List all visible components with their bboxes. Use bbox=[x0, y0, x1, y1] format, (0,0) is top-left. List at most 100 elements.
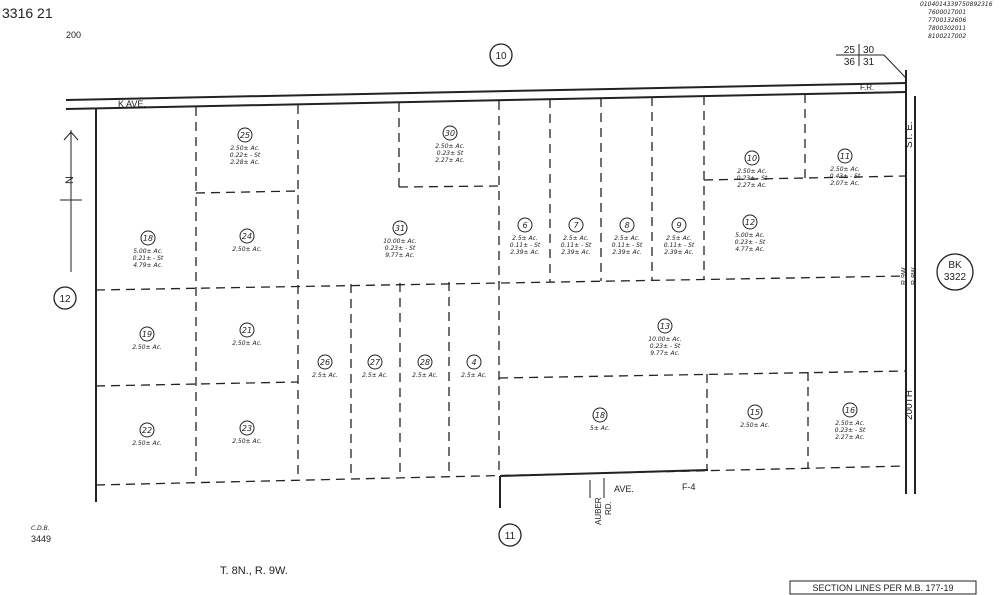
parcel-number: 10 bbox=[747, 154, 757, 163]
parcel: 212.50± Ac. bbox=[232, 322, 262, 347]
parcel-area-line: 0.23± - St bbox=[650, 343, 681, 350]
parcel-labels: 252.50± Ac.0.22± - St2.28± Ac. 30 2.50± Ac… bbox=[132, 125, 866, 447]
parcel-circle bbox=[657, 318, 673, 334]
parcel-number: 16 bbox=[845, 406, 855, 415]
parcel-area-line: 2.5± Ac. bbox=[563, 235, 589, 242]
parcel-area-line: 2.50± Ac. bbox=[835, 420, 865, 427]
parcel-area-line: 2.39± Ac. bbox=[561, 249, 591, 256]
parcel-number: 13 bbox=[660, 322, 670, 331]
parcel-area-line: 0.22± - St bbox=[230, 152, 261, 159]
parcel-circle bbox=[317, 354, 333, 370]
parcel-circle bbox=[139, 422, 155, 438]
parcel-area-line: 2.50± Ac. bbox=[740, 422, 770, 429]
parcel-area-line: 0.23± - St bbox=[385, 245, 416, 252]
book-page-number: 3316 21 bbox=[2, 5, 53, 21]
parcel: 252.50± Ac.0.22± - St2.28± Ac. bbox=[230, 127, 261, 166]
section-circle-left: 12 bbox=[53, 286, 77, 310]
parcel: 222.50± Ac. bbox=[132, 422, 162, 447]
parcel-circle bbox=[442, 125, 458, 141]
parcel-area-line: 2.27± Ac. bbox=[435, 157, 465, 164]
parcel-number: 12 bbox=[745, 218, 755, 227]
parcel-number: 26 bbox=[320, 358, 330, 367]
parcel-number: 6 bbox=[522, 221, 527, 230]
parcel-area-line: 2.39± Ac. bbox=[510, 249, 540, 256]
parcel-area-line: 2.50± Ac. bbox=[830, 166, 860, 173]
parcel-number: 22 bbox=[142, 426, 152, 435]
street-st-e: ST. E. bbox=[904, 121, 915, 148]
parcel-circle bbox=[237, 127, 253, 143]
parcel-number: 30 bbox=[445, 129, 455, 138]
parcel-circle bbox=[367, 354, 383, 370]
parcel-area-line: 2.50± Ac. bbox=[230, 145, 260, 152]
parcel-circle bbox=[742, 214, 758, 230]
parcel-number: 21 bbox=[242, 326, 252, 335]
section-number: 12 bbox=[59, 294, 71, 305]
parcel-circle bbox=[747, 404, 763, 420]
street-auber: AUBER bbox=[594, 497, 603, 525]
parcel-number: 28 bbox=[420, 358, 430, 367]
parcel-number: 7 bbox=[573, 221, 579, 230]
range-r8w: R.8W. bbox=[911, 266, 918, 285]
parcel-lines bbox=[95, 94, 907, 486]
parcel-number: 31 bbox=[395, 224, 405, 233]
parcel-circle bbox=[139, 326, 155, 342]
parcel-number: 19 bbox=[142, 330, 152, 339]
parcel-area-line: 5.00± Ac. bbox=[735, 232, 765, 239]
parcel-circle bbox=[837, 148, 853, 164]
parcel-number: 18 bbox=[595, 411, 605, 420]
parcel-circle bbox=[517, 217, 533, 233]
parcel-number: 11 bbox=[840, 152, 850, 161]
section-corner-marker: 25 30 36 31 bbox=[836, 44, 907, 79]
parcel-area-line: 2.27± Ac. bbox=[835, 434, 865, 441]
street-f4: F-4 bbox=[682, 482, 696, 492]
parcel-area-line: 2.27± Ac. bbox=[737, 182, 767, 189]
parcel-area-line: 10.00± Ac. bbox=[383, 238, 417, 245]
section-circle-bottom: 11 bbox=[498, 523, 522, 547]
parcel-area-line: 2.50± Ac. bbox=[232, 246, 262, 253]
parcel: 92.5± Ac.0.11± - St2.39± Ac. bbox=[664, 217, 695, 256]
corner-number: 30 bbox=[863, 45, 875, 56]
parcel-area-line: 9.77± Ac. bbox=[650, 350, 680, 357]
parcel-area-line: 0.11± - St bbox=[561, 242, 592, 249]
parcel-area-line: 0.23± - St bbox=[735, 239, 766, 246]
corner-number: 25 bbox=[844, 45, 856, 56]
parcel-circle bbox=[744, 150, 760, 166]
township-range: T. 8N., R. 9W. bbox=[220, 565, 288, 577]
parcel-area-line: 2.5± Ac. bbox=[614, 235, 640, 242]
street-rd: RD. bbox=[604, 501, 613, 515]
footer-small-code: C.D.B. bbox=[31, 525, 50, 532]
parcel: 232.50± Ac. bbox=[232, 420, 262, 445]
parcel-area-line: 4.79± Ac. bbox=[133, 262, 163, 269]
range-r9w: R.9W. bbox=[901, 266, 908, 285]
parcel-number: 23 bbox=[242, 424, 252, 433]
parcel-area-line: 0.43± - St bbox=[830, 173, 861, 180]
section-lines-note: SECTION LINES PER M.B. 177-19 bbox=[812, 583, 953, 593]
parcel-area-line: 0.23± - St bbox=[835, 427, 866, 434]
parcel-area-line: 2.39± Ac. bbox=[612, 249, 642, 256]
parcel: 82.5± Ac.0.11± - St2.39± Ac. bbox=[612, 217, 643, 256]
parcel: 112.50± Ac.0.43± - St2.07± Ac. bbox=[830, 148, 861, 187]
parcel-area-line: 2.5± Ac. bbox=[412, 372, 438, 379]
parcel-circle bbox=[239, 228, 255, 244]
parcel-circle bbox=[619, 217, 635, 233]
parcel: 62.5± Ac.0.11± - St2.39± Ac. bbox=[510, 217, 541, 256]
code-line: 7600017001 bbox=[928, 9, 966, 16]
parcel-area-line: 4.77± Ac. bbox=[735, 246, 765, 253]
street-labels: K AVE. F.R. ST. E. 200TH R.9W. R.8W. AVE… bbox=[118, 83, 918, 525]
north-label: N bbox=[64, 176, 76, 184]
street-fr: F.R. bbox=[860, 83, 874, 92]
parcel-area-line: 0.11± - St bbox=[510, 242, 541, 249]
parcel-area-line: 5.00± Ac. bbox=[133, 248, 163, 255]
street-top-ave: K AVE. bbox=[118, 99, 146, 109]
parcel-circle bbox=[466, 354, 482, 370]
street-bottom-ave: AVE. bbox=[614, 484, 634, 494]
street-200th: 200TH bbox=[904, 390, 915, 420]
section-circle-top: 10 bbox=[489, 43, 513, 67]
parcel-circle bbox=[417, 354, 433, 370]
north-arrow: N bbox=[60, 130, 82, 272]
parcel-area-line: 0.23± - St bbox=[737, 175, 768, 182]
parcel: 272.5± Ac. bbox=[362, 354, 388, 379]
header-sub: 200 bbox=[66, 30, 81, 40]
footer-left-code: 3449 bbox=[31, 534, 51, 544]
